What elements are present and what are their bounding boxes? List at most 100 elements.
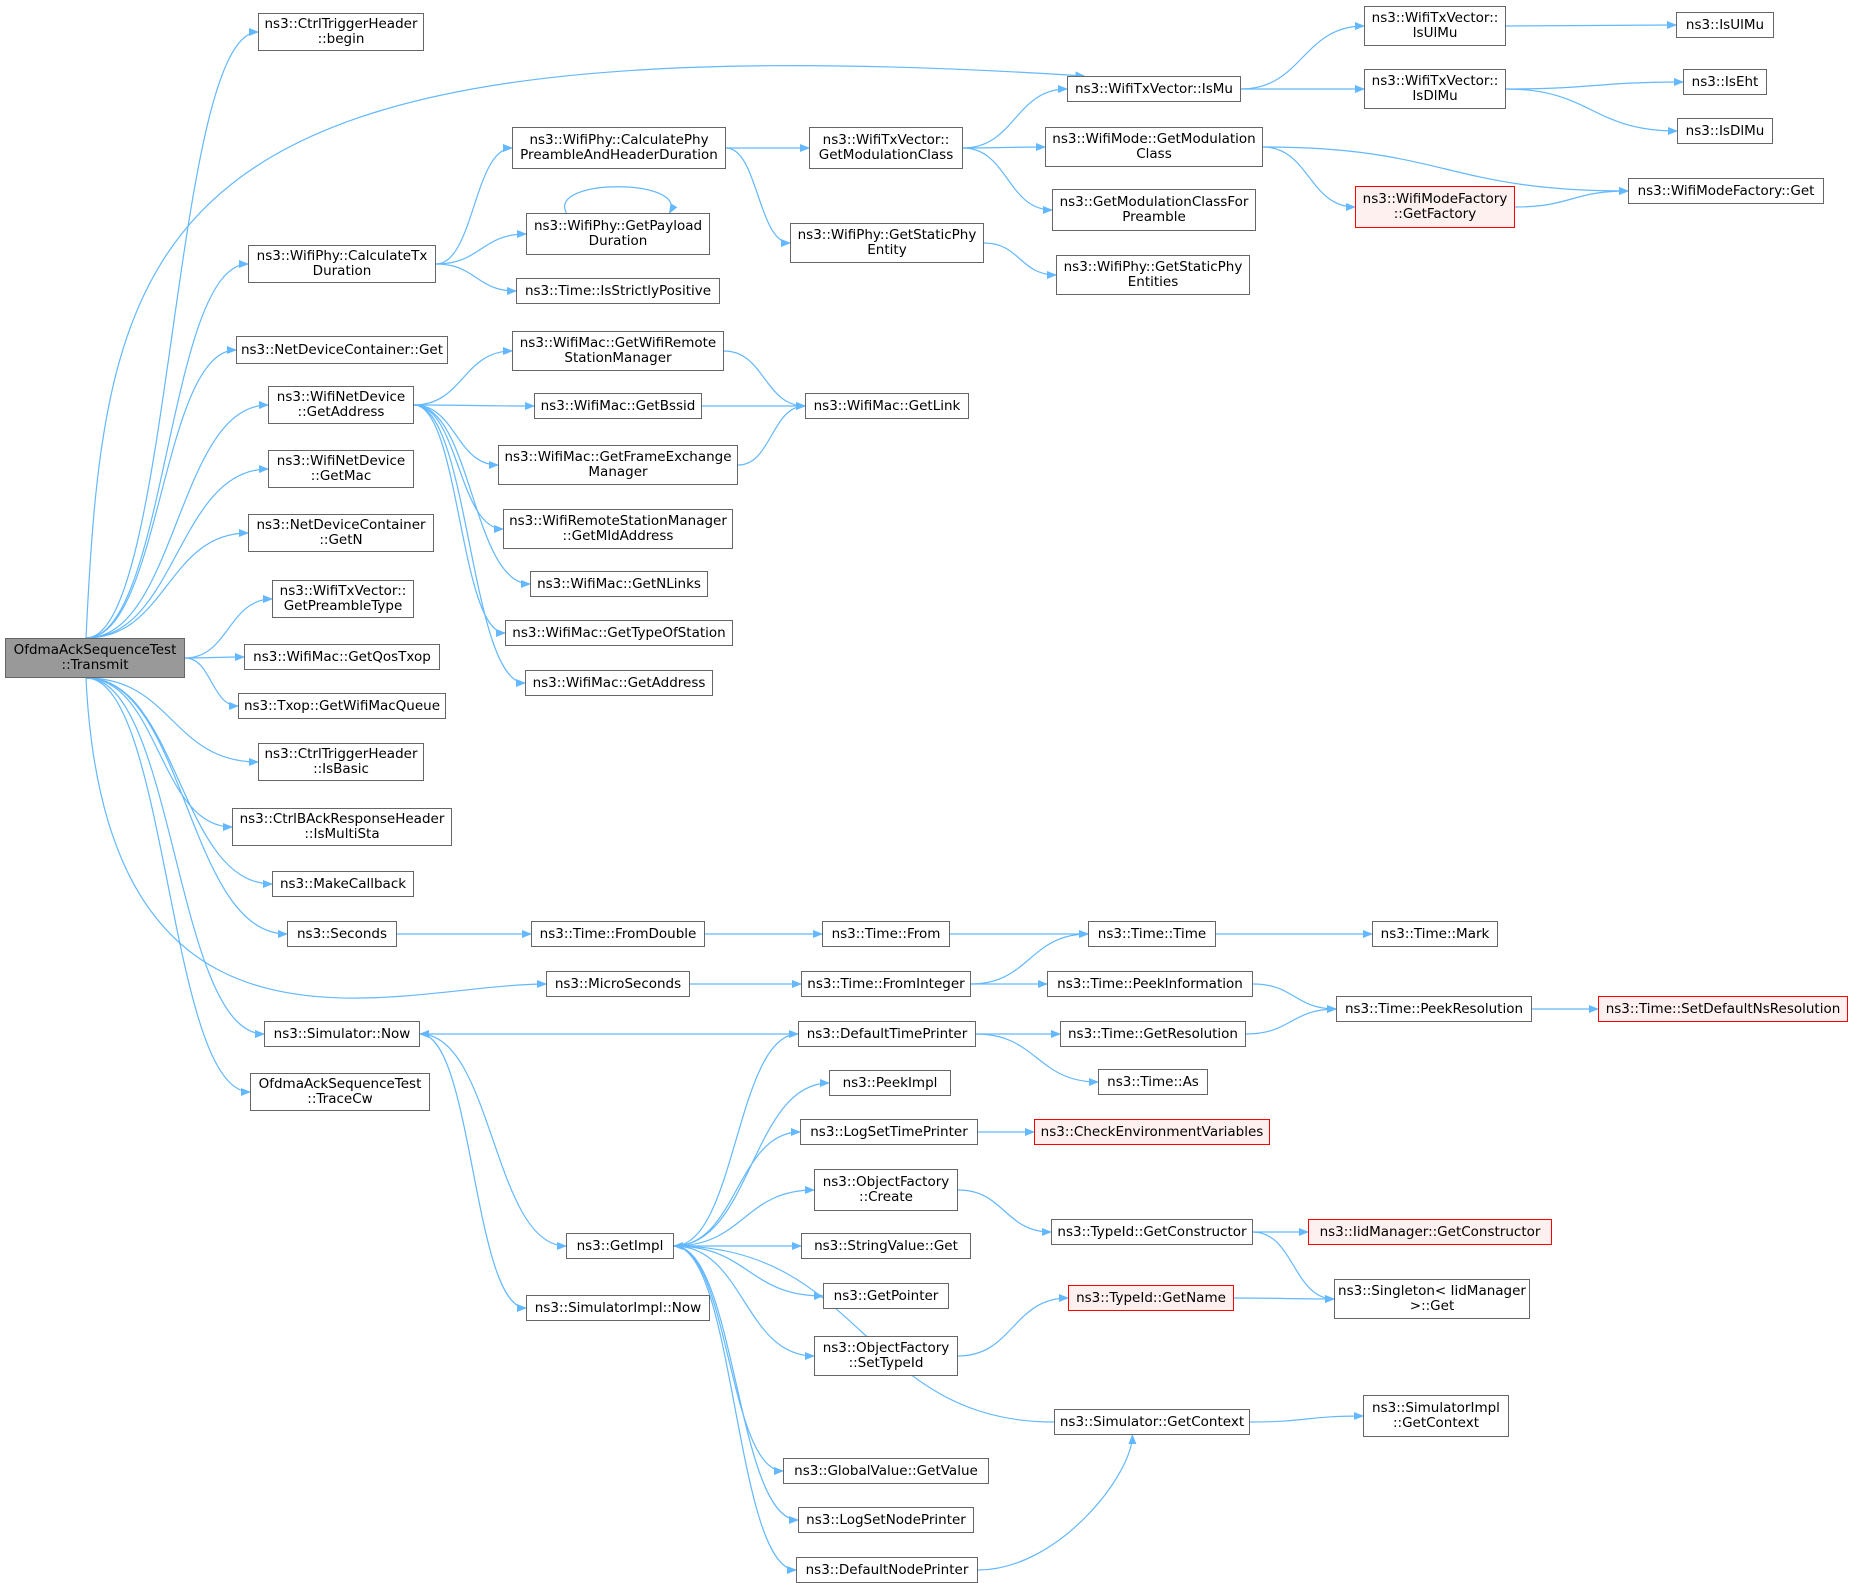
edge-time-fromint-to-time-time — [970, 930, 1089, 985]
node-label-line: ns3::CtrlBAckResponseHeader — [239, 811, 445, 827]
node-time-as[interactable]: ns3::Time::As — [1098, 1069, 1208, 1095]
node-trigger-begin[interactable]: ns3::CtrlTriggerHeader::begin — [258, 13, 424, 51]
node-typeid-getctor[interactable]: ns3::TypeId::GetConstructor — [1051, 1219, 1253, 1245]
node-singleton-get[interactable]: ns3::Singleton< IidManager>::Get — [1334, 1279, 1530, 1319]
node-wnd-getmac[interactable]: ns3::WifiNetDevice::GetMac — [268, 450, 414, 488]
node-getpointer[interactable]: ns3::GetPointer — [823, 1283, 949, 1309]
node-get-modclass[interactable]: ns3::WifiTxVector::GetModulationClass — [809, 127, 963, 169]
node-label-line: ns3::WifiMac::GetBssid — [540, 397, 696, 414]
node-stringvalue-get[interactable]: ns3::StringValue::Get — [801, 1233, 971, 1259]
node-label-line: ns3::WifiPhy::CalculatePhy — [529, 132, 709, 148]
edge-default-node-printer-to-sim-getcontext — [977, 1434, 1137, 1571]
node-time-fromdouble[interactable]: ns3::Time::FromDouble — [531, 921, 705, 947]
node-get-bssid[interactable]: ns3::WifiMac::GetBssid — [534, 393, 702, 419]
node-label-line: ns3::WifiTxVector::IsMu — [1075, 80, 1233, 97]
node-get-typeofsta[interactable]: ns3::WifiMac::GetTypeOfStation — [505, 620, 733, 646]
edge-typeid-getctor-to-singleton-get — [1252, 1231, 1335, 1303]
edge-wnd-getaddr-to-get-rsm — [413, 347, 513, 406]
node-txv-ismu[interactable]: ns3::WifiTxVector::IsMu — [1067, 76, 1241, 102]
node-label-line: PreambleAndHeaderDuration — [520, 147, 718, 163]
node-label-line: Duration — [588, 233, 648, 249]
node-wnd-getaddr[interactable]: ns3::WifiNetDevice::GetAddress — [268, 386, 414, 424]
node-label-line: ns3::WifiPhy::GetPayload — [533, 218, 703, 234]
node-makecallback[interactable]: ns3::MakeCallback — [272, 871, 414, 897]
edge-of-settypeid-to-typeid-getname — [957, 1294, 1069, 1357]
node-label-line: ns3::CtrlTriggerHeader — [264, 746, 418, 762]
edge-wnd-getaddr-to-get-fem — [413, 404, 499, 469]
node-typeid-getname[interactable]: ns3::TypeId::GetName — [1068, 1285, 1234, 1311]
node-label-line: ns3::WifiMac::GetTypeOfStation — [512, 624, 726, 641]
edge-getimpl-to-of-create — [673, 1186, 815, 1247]
node-txop-queue[interactable]: ns3::Txop::GetWifiMacQueue — [238, 693, 446, 719]
node-strictly-pos[interactable]: ns3::Time::IsStrictlyPositive — [516, 278, 720, 304]
node-label-line: ::GetMac — [310, 468, 372, 484]
node-log-node-printer[interactable]: ns3::LogSetNodePrinter — [798, 1507, 974, 1533]
node-default-time-printer[interactable]: ns3::DefaultTimePrinter — [798, 1021, 976, 1047]
node-sim-now[interactable]: ns3::Simulator::Now — [264, 1021, 420, 1047]
node-time-mark[interactable]: ns3::Time::Mark — [1372, 921, 1498, 947]
node-label-line: ns3::Time::PeekInformation — [1057, 975, 1243, 992]
node-txv-preamble[interactable]: ns3::WifiTxVector::GetPreambleType — [272, 580, 414, 618]
node-get-mld[interactable]: ns3::WifiRemoteStationManager::GetMldAdd… — [503, 509, 733, 549]
node-ndc-get[interactable]: ns3::NetDeviceContainer::Get — [236, 336, 448, 364]
node-mac-getaddr[interactable]: ns3::WifiMac::GetAddress — [525, 670, 713, 696]
node-time-peekres[interactable]: ns3::Time::PeekResolution — [1336, 996, 1532, 1022]
node-txv-isulmu[interactable]: ns3::WifiTxVector::IsUlMu — [1364, 6, 1506, 46]
node-mf-getfactory[interactable]: ns3::WifiModeFactory::GetFactory — [1355, 186, 1515, 228]
node-globalvalue-get[interactable]: ns3::GlobalValue::GetValue — [783, 1458, 989, 1484]
node-check-env[interactable]: ns3::CheckEnvironmentVariables — [1034, 1119, 1270, 1145]
node-back-ismulti[interactable]: ns3::CtrlBAckResponseHeader::IsMultiSta — [232, 808, 452, 846]
node-simimpl-now[interactable]: ns3::SimulatorImpl::Now — [526, 1295, 710, 1321]
node-tracecw[interactable]: OfdmaAckSequenceTest::TraceCw — [250, 1073, 430, 1111]
node-label-line: ns3::Simulator::Now — [273, 1025, 411, 1042]
node-seconds[interactable]: ns3::Seconds — [287, 921, 397, 947]
node-txv-isdlmu[interactable]: ns3::WifiTxVector::IsDlMu — [1364, 69, 1506, 109]
node-get-nlinks[interactable]: ns3::WifiMac::GetNLinks — [530, 571, 708, 597]
node-isulmu[interactable]: ns3::IsUlMu — [1676, 12, 1774, 38]
node-label-line: ns3::Seconds — [297, 925, 387, 942]
node-simimpl-getcontext[interactable]: ns3::SimulatorImpl::GetContext — [1363, 1395, 1509, 1437]
node-of-settypeid[interactable]: ns3::ObjectFactory::SetTypeId — [814, 1336, 958, 1376]
node-label-line: ns3::WifiMac::GetNLinks — [537, 575, 701, 592]
node-time-peekinfo[interactable]: ns3::Time::PeekInformation — [1047, 971, 1253, 997]
node-isdlmu[interactable]: ns3::IsDlMu — [1677, 118, 1773, 144]
node-getimpl[interactable]: ns3::GetImpl — [566, 1233, 674, 1259]
node-label-line: ns3::Simulator::GetContext — [1059, 1413, 1245, 1430]
node-trigger-isbasic[interactable]: ns3::CtrlTriggerHeader::IsBasic — [258, 743, 424, 781]
edge-calc-tx-to-strictly-pos — [435, 263, 517, 295]
node-mf-get[interactable]: ns3::WifiModeFactory::Get — [1628, 178, 1824, 204]
edge-root-to-tracecw — [85, 677, 251, 1096]
node-label-line: ns3::Time::FromDouble — [539, 925, 697, 942]
node-sim-getcontext[interactable]: ns3::Simulator::GetContext — [1054, 1409, 1250, 1435]
edge-root-to-txv-ismu — [85, 65, 1086, 639]
node-iid-getctor[interactable]: ns3::IidManager::GetConstructor — [1308, 1219, 1552, 1245]
node-microseconds[interactable]: ns3::MicroSeconds — [546, 971, 690, 997]
node-time-time[interactable]: ns3::Time::Time — [1088, 921, 1216, 947]
node-qostxop[interactable]: ns3::WifiMac::GetQosTxop — [244, 644, 440, 670]
node-default-node-printer[interactable]: ns3::DefaultNodePrinter — [796, 1557, 978, 1583]
node-peekimpl[interactable]: ns3::PeekImpl — [829, 1070, 951, 1096]
node-time-fromint[interactable]: ns3::Time::FromInteger — [801, 971, 971, 997]
node-log-time-printer[interactable]: ns3::LogSetTimePrinter — [800, 1119, 978, 1145]
node-get-link[interactable]: ns3::WifiMac::GetLink — [805, 393, 969, 419]
node-ndc-getn[interactable]: ns3::NetDeviceContainer::GetN — [248, 514, 434, 552]
node-time-setdefault[interactable]: ns3::Time::SetDefaultNsResolution — [1598, 996, 1848, 1022]
edge-getimpl-to-of-settypeid — [673, 1245, 815, 1360]
node-label-line: ns3::SimulatorImpl::Now — [534, 1299, 702, 1316]
edge-txv-ismu-to-txv-isulmu — [1240, 22, 1365, 90]
node-time-getres[interactable]: ns3::Time::GetResolution — [1060, 1021, 1246, 1047]
node-time-from[interactable]: ns3::Time::From — [822, 921, 950, 947]
node-label-line: ns3::Time::Mark — [1380, 925, 1490, 942]
node-of-create[interactable]: ns3::ObjectFactory::Create — [814, 1169, 958, 1211]
node-label-line: ns3::StringValue::Get — [814, 1237, 958, 1254]
node-iseht[interactable]: ns3::IsEht — [1683, 69, 1767, 95]
